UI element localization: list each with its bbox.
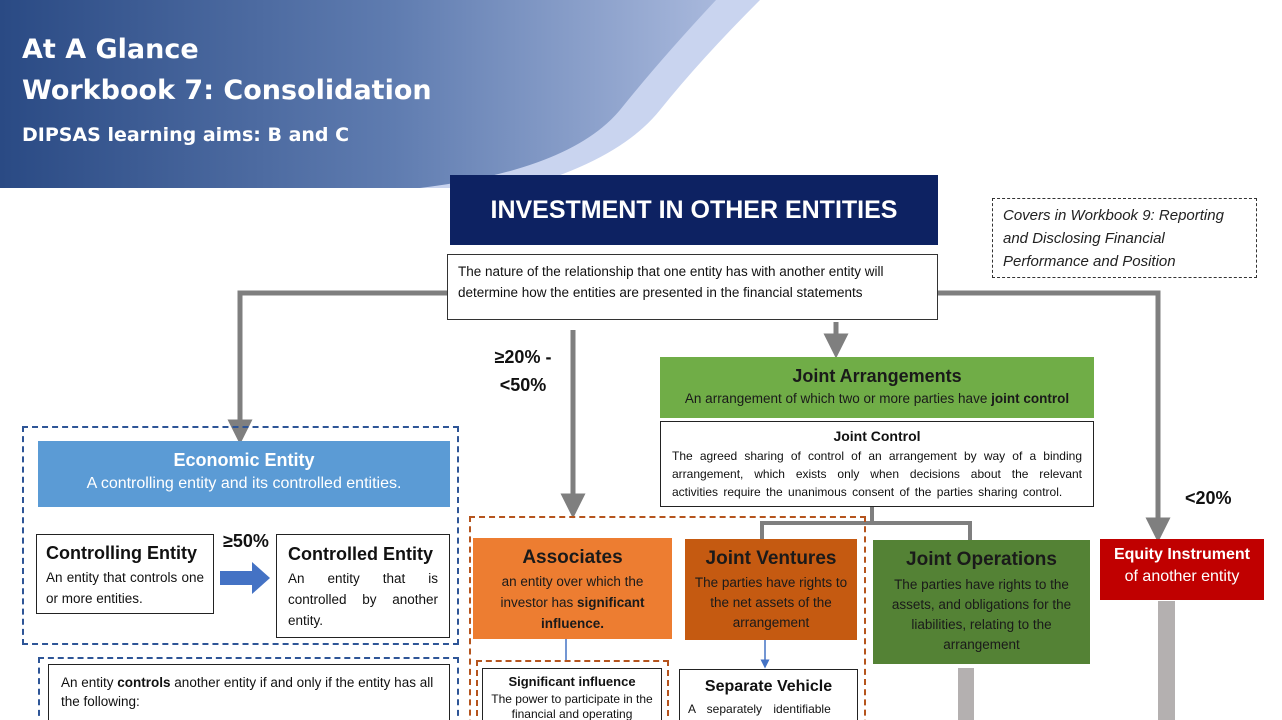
- equity-instrument-title: Equity Instrument: [1113, 546, 1250, 563]
- joint-arrangements-title: Joint Arrangements: [792, 366, 962, 386]
- significant-influence-box: Significant influence The power to parti…: [482, 668, 662, 720]
- controls-definition: An entity controls another entity if and…: [48, 664, 450, 720]
- associates-jv-group: [469, 516, 866, 720]
- separate-vehicle-body: A separately identifiable: [688, 702, 831, 716]
- associates-title: Associates: [522, 547, 623, 568]
- associates-threshold-label: ≥20% - <50%: [494, 347, 552, 395]
- joint-ventures-body: The parties have rights to the net asset…: [694, 575, 848, 630]
- joint-ventures-box: Joint Ventures The parties have rights t…: [685, 539, 857, 640]
- control-threshold-label: ≥50%: [223, 531, 269, 551]
- joint-control-body: The agreed sharing of control of an arra…: [672, 449, 1082, 499]
- economic-entity-box: Economic Entity A controlling entity and…: [38, 441, 450, 507]
- joint-arrangements-box: Joint Arrangements An arrangement of whi…: [660, 357, 1094, 418]
- joint-control-box: Joint Control The agreed sharing of cont…: [660, 421, 1094, 507]
- arrow-to-economic-entity: [227, 290, 447, 445]
- header-subtitle: DIPSAS learning aims: B and C: [22, 124, 350, 146]
- controlling-entity-body: An entity that controls one or more enti…: [46, 570, 204, 606]
- header-dark-shape: [0, 0, 716, 188]
- header-banner: [0, 0, 760, 188]
- controlled-entity-body: An entity that is controlled by another …: [288, 571, 438, 628]
- joint-operations-body: The parties have rights to the assets, a…: [891, 577, 1072, 652]
- joint-operations-box: Joint Operations The parties have rights…: [873, 540, 1090, 664]
- main-title: INVESTMENT IN OTHER ENTITIES: [450, 175, 938, 245]
- equity-instrument-box: Equity Instrument of another entity: [1100, 539, 1264, 600]
- covers-note: Covers in Workbook 9: Reporting and Disc…: [992, 198, 1257, 278]
- controls-group: [38, 657, 459, 720]
- intro-text: The nature of the relationship that one …: [447, 254, 938, 320]
- separate-vehicle-box: Separate Vehicle A separately identifiab…: [679, 669, 858, 720]
- joint-ventures-title: Joint Ventures: [705, 548, 837, 569]
- header-title-line1: At A Glance: [22, 34, 199, 65]
- associates-body: an entity over which the investor has si…: [500, 574, 645, 631]
- joint-operations-title: Joint Operations: [906, 549, 1057, 570]
- joint-control-title: Joint Control: [833, 428, 921, 444]
- separate-vehicle-title: Separate Vehicle: [704, 678, 833, 695]
- controlled-entity-box: Controlled Entity An entity that is cont…: [276, 534, 450, 638]
- equity-threshold-label: <20%: [1185, 488, 1232, 508]
- economic-entity-title: Economic Entity: [173, 450, 315, 470]
- joint-arrangements-body: An arrangement of which two or more part…: [684, 391, 1070, 406]
- equity-instrument-subtitle: of another entity: [1124, 568, 1240, 585]
- header-title-line2: Workbook 7: Consolidation: [22, 75, 432, 106]
- significant-influence-title: Significant influence: [508, 674, 636, 689]
- associates-box: Associates an entity over which the inve…: [473, 538, 672, 639]
- significant-influence-body: The power to participate in the financia…: [491, 692, 653, 720]
- controlling-entity-title: Controlling Entity: [46, 543, 197, 563]
- joint-operations-grey-bar: [958, 668, 974, 720]
- significant-influence-group: [476, 660, 669, 720]
- controlled-entity-title: Controlled Entity: [288, 544, 433, 564]
- economic-entity-group: [22, 426, 459, 645]
- equity-grey-bar: [1158, 601, 1175, 720]
- economic-entity-subtitle: A controlling entity and its controlled …: [86, 475, 402, 492]
- controlling-entity-box: Controlling Entity An entity that contro…: [36, 534, 214, 614]
